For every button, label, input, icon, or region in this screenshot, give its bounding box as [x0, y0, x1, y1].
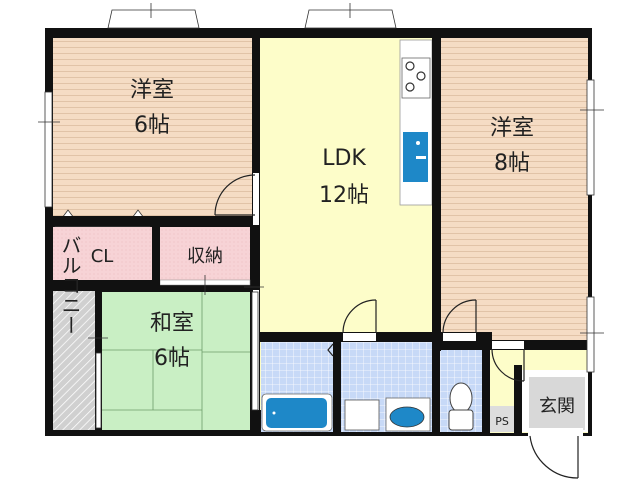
ldk-name: LDK — [322, 146, 366, 171]
bath-door — [327, 343, 334, 357]
western-6-name: 洋室 — [130, 78, 174, 103]
entrance — [529, 377, 585, 430]
door-western-6 — [214, 174, 256, 216]
western-room-8 — [441, 38, 588, 340]
closet — [53, 227, 152, 280]
balcony — [53, 290, 95, 430]
washing-machine-space — [344, 399, 380, 431]
closet-label: CL — [91, 246, 114, 267]
ps-space — [490, 406, 514, 432]
front-door — [529, 435, 579, 479]
stove-icon — [401, 57, 431, 99]
western-8-name: 洋室 — [490, 116, 534, 141]
door-washroom — [342, 299, 377, 334]
door-western-8 — [491, 348, 525, 382]
balcony-label: バルコニー — [58, 235, 82, 335]
sink-icon — [403, 132, 428, 182]
ldk-size: 12帖 — [319, 183, 369, 208]
western-6-size: 6帖 — [134, 113, 170, 138]
japanese-room — [102, 292, 250, 430]
storage-label: 収納 — [187, 246, 223, 267]
western-room-6 — [53, 38, 252, 216]
ps-label: PS — [495, 415, 509, 428]
windows — [38, 3, 604, 429]
western-8-size: 8帖 — [494, 151, 530, 176]
door-toilet — [442, 299, 477, 334]
washbasin-icon — [385, 397, 431, 432]
bathtub-icon — [261, 393, 333, 432]
toilet-icon — [448, 382, 474, 431]
entrance-label: 玄関 — [539, 396, 575, 417]
japanese-size: 6帖 — [154, 346, 190, 371]
doors — [214, 174, 579, 479]
storage — [160, 227, 250, 280]
japanese-name: 和室 — [150, 311, 194, 336]
